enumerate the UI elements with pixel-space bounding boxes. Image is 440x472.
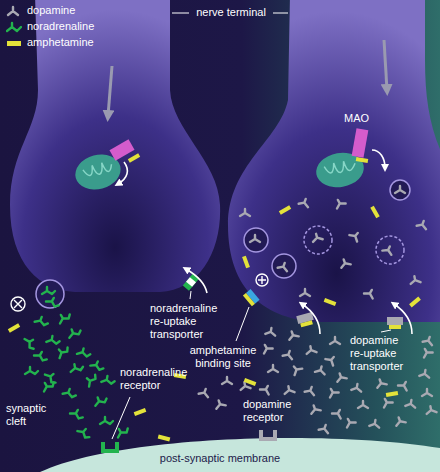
transporter-label: noradrenaline re-uptake transporter — [150, 302, 222, 341]
receptor-label: noradrenaline receptor — [120, 366, 200, 392]
legend-text: dopamine — [27, 4, 75, 17]
receptor-label: dopamine receptor — [243, 398, 298, 424]
membrane-shape — [0, 430, 440, 472]
binding-site-label: amphetamine binding site — [188, 344, 258, 370]
membrane-label: post-synaptic membrane — [0, 452, 440, 465]
membrane-band: post-synaptic membrane — [0, 430, 440, 472]
region-label: synaptic cleft — [6, 402, 56, 428]
legend-swatch — [6, 21, 22, 33]
legend-swatch — [6, 5, 22, 17]
legend-swatch — [6, 37, 22, 49]
legend-text: amphetamine — [27, 36, 94, 49]
legend-row: amphetamine — [6, 36, 94, 49]
transporter-label: dopamine re-uptake transporter — [350, 334, 412, 373]
nerve-terminal-label: nerve terminal — [193, 6, 269, 19]
enzyme-label: MAO — [344, 112, 384, 125]
legend-row: dopamine — [6, 4, 75, 17]
legend-row: noradrenaline — [6, 20, 94, 33]
legend-text: noradrenaline — [27, 20, 94, 33]
